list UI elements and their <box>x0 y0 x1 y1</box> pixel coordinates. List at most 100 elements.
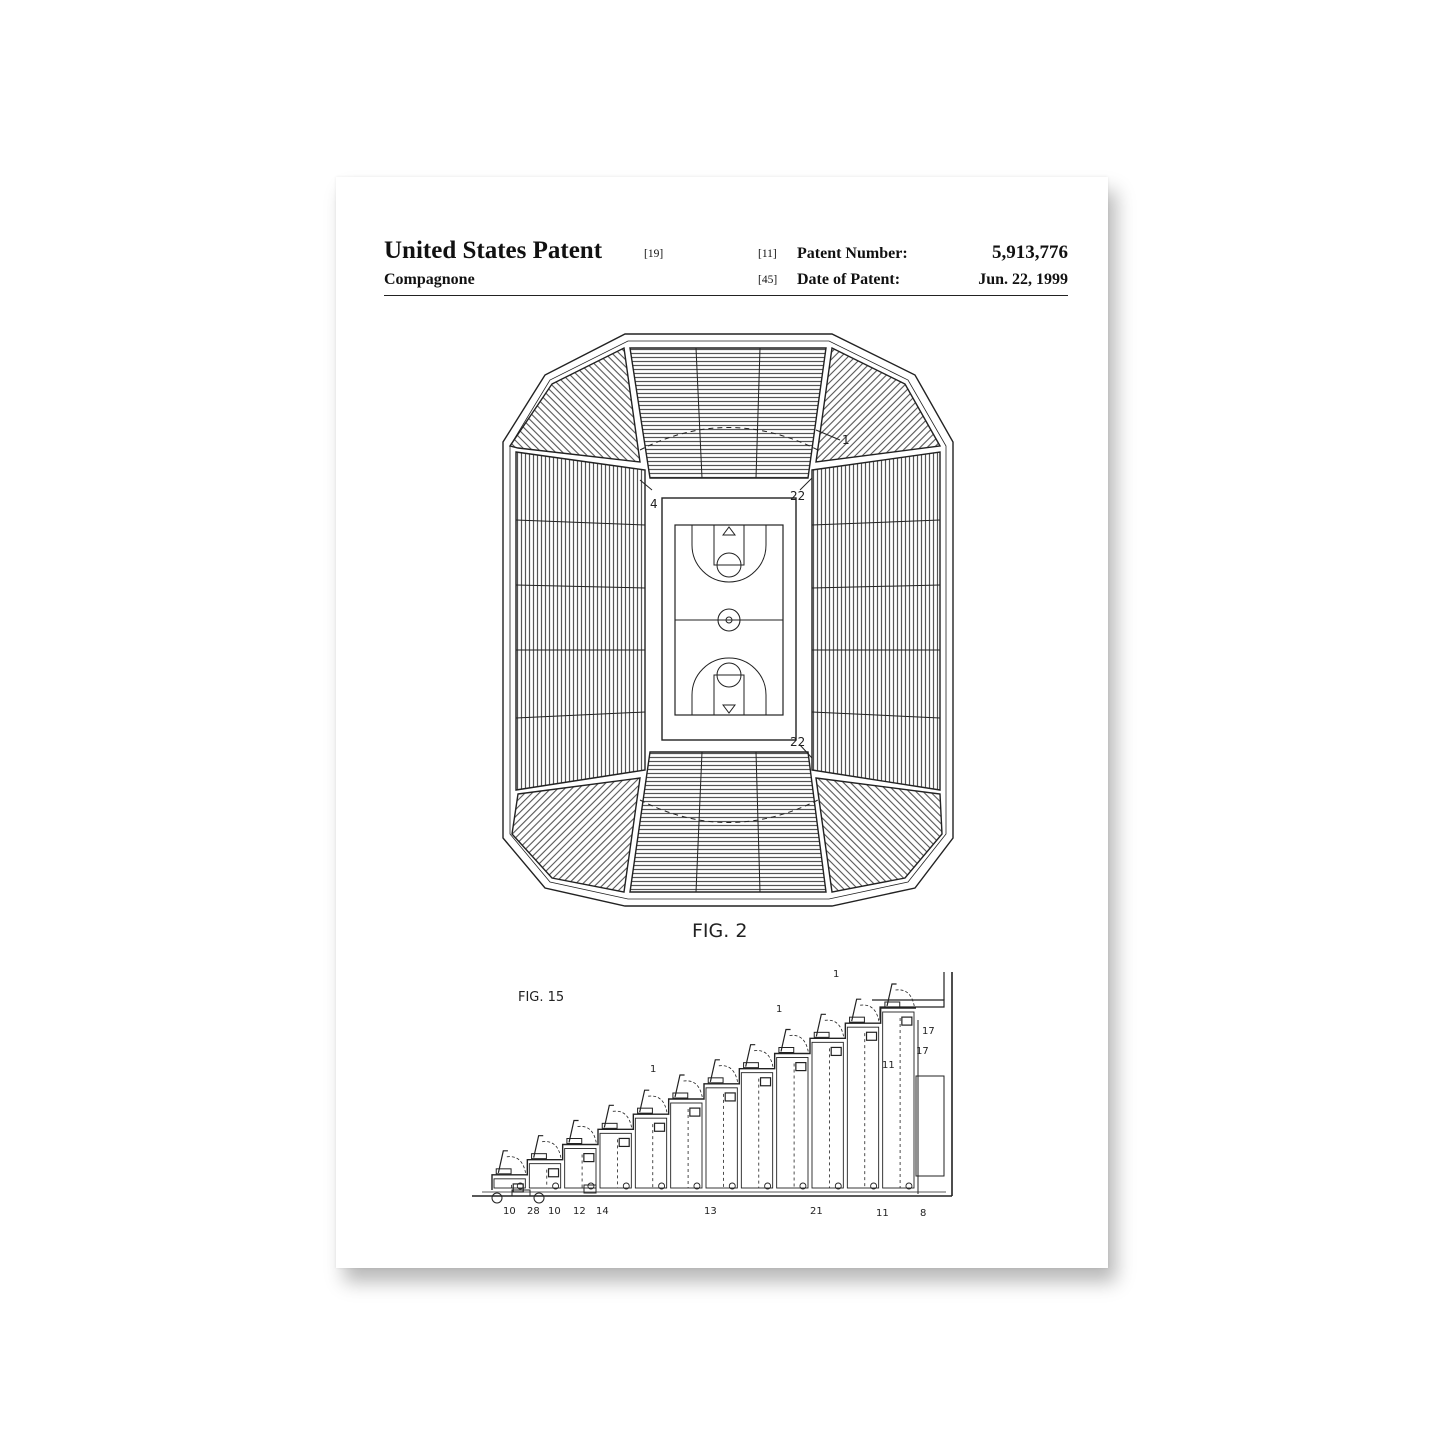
patent-number-value: 5,913,776 <box>992 242 1068 263</box>
seat-swing-arc <box>824 1019 844 1037</box>
fig15-label-11: 11 <box>876 1208 889 1219</box>
fig15-label-21: 21 <box>810 1206 823 1217</box>
fig2-label-1: 1 <box>842 433 850 447</box>
riser-wheel <box>552 1182 560 1190</box>
riser-wheel <box>587 1182 595 1190</box>
fig2-caption: FIG. 2 <box>692 920 747 942</box>
seat-swing-arc <box>789 1034 809 1052</box>
fig15-label-13: 13 <box>704 1206 717 1217</box>
fig15-label-17a: 17 <box>922 1026 935 1037</box>
fig2-arena-plan <box>502 333 954 907</box>
seat-back <box>780 1028 791 1052</box>
fig15-label-1b: 1 <box>776 1004 782 1015</box>
seat-swing-arc <box>577 1125 597 1143</box>
riser-column <box>493 1178 526 1189</box>
riser-column <box>740 1072 774 1189</box>
seat-back <box>533 1135 544 1158</box>
riser-wheel <box>764 1182 772 1190</box>
seat-back <box>603 1104 614 1128</box>
riser-column <box>564 1148 597 1189</box>
seat-swing-arc <box>612 1110 632 1128</box>
patent-number-label: Patent Number: <box>797 245 908 262</box>
riser-column <box>846 1026 880 1189</box>
riser-bracket <box>653 1122 666 1132</box>
seat-swing-arc <box>683 1080 703 1098</box>
riser-wheel <box>622 1182 630 1190</box>
seat <box>813 1031 830 1038</box>
riser-bracket <box>865 1031 878 1041</box>
title-reference: [19] <box>644 248 664 260</box>
riser-bracket <box>830 1046 842 1057</box>
seat <box>495 1168 512 1175</box>
seat-swing-arc <box>895 989 915 1007</box>
seat <box>884 1001 901 1008</box>
riser-outline <box>491 1007 916 1190</box>
riser-bracket <box>618 1137 630 1148</box>
seat <box>849 1016 865 1023</box>
riser-wheel <box>658 1182 666 1190</box>
seat-back <box>886 983 897 1007</box>
fig15-label-8: 8 <box>920 1208 926 1219</box>
fig15-labels: FIG. 15 1 1 1 17 17 11 10 28 10 12 14 13… <box>503 969 935 1219</box>
riser-bracket <box>759 1077 772 1087</box>
seat-back <box>674 1074 685 1098</box>
seat-back <box>568 1119 579 1143</box>
seat-swing-arc <box>648 1095 668 1113</box>
patent-header: United States Patent [19] [11] Patent Nu… <box>384 233 1068 296</box>
riser-column <box>599 1132 632 1189</box>
date-of-patent-label: Date of Patent: <box>797 271 901 288</box>
fig15-label-1c: 1 <box>650 1064 656 1075</box>
riser-column <box>882 1011 915 1189</box>
corner-stand-se <box>815 777 943 893</box>
corner-stand-ne <box>815 346 942 463</box>
seat-back <box>815 1013 826 1037</box>
riser-wheel <box>905 1182 913 1190</box>
arena-floor <box>661 497 797 741</box>
seat-back <box>851 998 862 1022</box>
seat <box>566 1138 583 1144</box>
riser-wheel <box>799 1182 807 1190</box>
fig15-label-12: 12 <box>573 1206 586 1217</box>
riser-wheel <box>728 1182 736 1190</box>
fig15-label-17b: 17 <box>916 1046 929 1057</box>
patent-title: United States Patent <box>384 237 603 264</box>
corner-stand-sw <box>511 777 641 893</box>
riser-wheel <box>870 1182 878 1190</box>
fig15-caption: FIG. 15 <box>518 990 564 1005</box>
fig15-label-14: 14 <box>596 1206 609 1217</box>
seat <box>531 1153 547 1160</box>
seat-swing-arc <box>718 1065 738 1082</box>
riser-bracket <box>512 1183 524 1193</box>
riser-wheel <box>693 1182 701 1190</box>
top-stand <box>629 347 827 479</box>
inventor-name: Compagnone <box>384 271 475 288</box>
riser-column <box>670 1102 703 1189</box>
date-reference: [45] <box>758 274 778 286</box>
fig15-label-10b: 10 <box>548 1206 561 1217</box>
riser-column <box>705 1087 738 1189</box>
fig2-label-22-top: 22 <box>790 489 805 503</box>
left-stand <box>515 451 646 791</box>
seat <box>778 1047 795 1053</box>
seat <box>601 1122 618 1129</box>
fig15-risers <box>491 983 916 1193</box>
number-reference: [11] <box>758 248 777 260</box>
fig15-label-1a: 1 <box>833 969 839 980</box>
riser-bracket <box>583 1152 595 1163</box>
seat-back <box>639 1089 650 1113</box>
fig2-label-4: 4 <box>650 497 658 511</box>
fig2-label-22-bottom: 22 <box>790 735 805 749</box>
riser-column <box>811 1041 844 1189</box>
riser-bracket <box>795 1061 807 1072</box>
seat <box>637 1107 653 1114</box>
fig15-label-28: 28 <box>527 1206 540 1217</box>
fig15-label-11-top: 11 <box>882 1060 895 1071</box>
riser-bracket <box>689 1107 701 1117</box>
date-of-patent-value: Jun. 22, 1999 <box>978 271 1068 288</box>
riser-column <box>528 1163 562 1189</box>
riser-column <box>634 1117 668 1189</box>
riser-wheel <box>834 1182 842 1190</box>
corner-stand-nw <box>508 346 641 463</box>
seat-swing-arc <box>542 1141 562 1158</box>
